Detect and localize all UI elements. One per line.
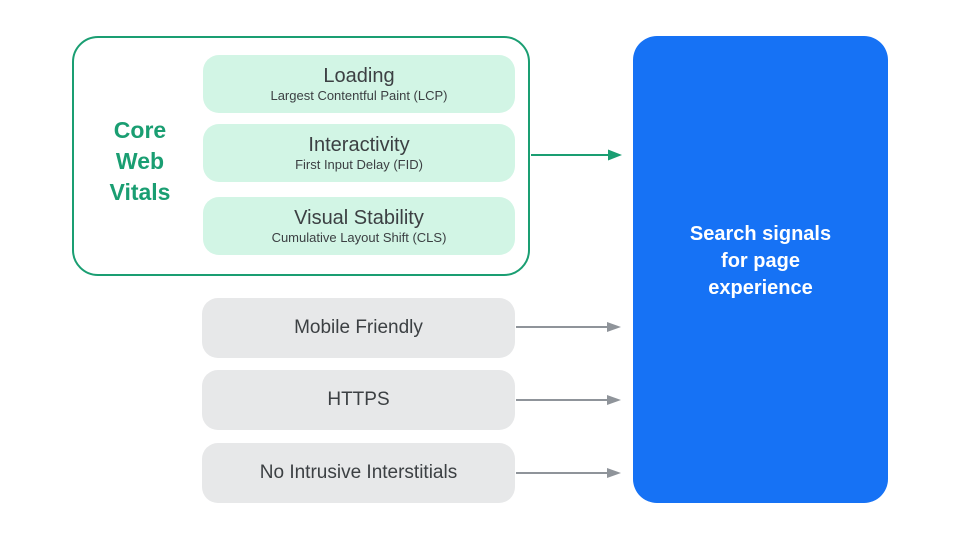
signal-label-mobile-friendly: Mobile Friendly xyxy=(294,317,423,338)
signal-label-no-intrusive-interstitials: No Intrusive Interstitials xyxy=(259,462,458,483)
arrow-https-to-result xyxy=(516,395,621,405)
core-web-vitals-group xyxy=(72,36,530,276)
vital-title-visual-stability: Visual Stability xyxy=(294,207,424,229)
signal-label-https: HTTPS xyxy=(327,389,390,410)
vital-box-visual-stability: Visual Stability Cumulative Layout Shift… xyxy=(203,197,515,255)
signal-box-mobile-friendly: Mobile Friendly xyxy=(202,298,515,358)
core-web-vitals-label: Core Web Vitals xyxy=(109,117,171,205)
signal-box-https: HTTPS xyxy=(202,370,515,430)
arrow-mobile-friendly-to-result xyxy=(516,322,621,332)
arrow-no-intrusive-interstitials-to-result xyxy=(516,468,621,478)
search-signals-box: Search signals for page experience xyxy=(633,36,888,503)
vital-box-interactivity: Interactivity First Input Delay (FID) xyxy=(203,124,515,182)
signal-box-no-intrusive-interstitials: No Intrusive Interstitials xyxy=(202,443,515,503)
vital-subtitle-lcp: Largest Contentful Paint (LCP) xyxy=(270,88,448,103)
vital-subtitle-fid: First Input Delay (FID) xyxy=(295,157,423,172)
vital-box-loading: Loading Largest Contentful Paint (LCP) xyxy=(203,55,515,113)
vital-subtitle-cls: Cumulative Layout Shift (CLS) xyxy=(271,230,447,245)
arrow-core-web-vitals-to-result xyxy=(531,149,622,161)
vital-title-interactivity: Interactivity xyxy=(308,134,410,156)
vital-title-loading: Loading xyxy=(323,65,395,87)
search-signals-label: Search signals for page experience xyxy=(689,223,832,299)
